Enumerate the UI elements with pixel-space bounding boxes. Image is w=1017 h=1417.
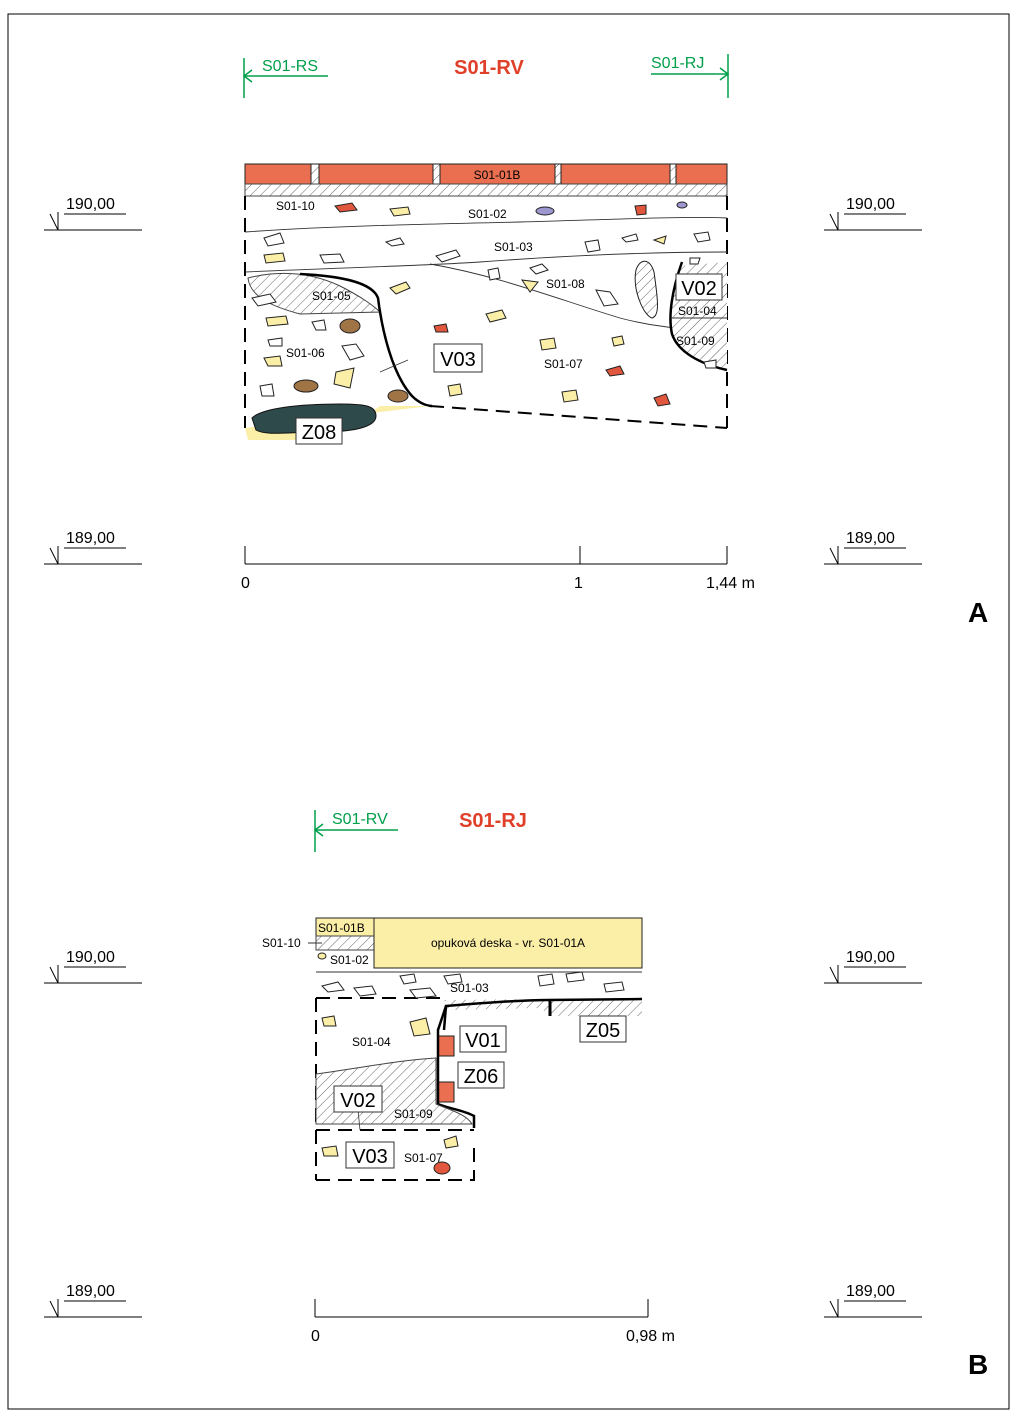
layer-label: S01-08 (546, 277, 585, 291)
svg-text:V02: V02 (681, 278, 717, 300)
direction-marker-right: S01-RJ (651, 54, 730, 98)
direction-marker-left: S01-RS (242, 58, 328, 98)
boundary-02-03 (244, 217, 728, 233)
elevation-label: 190,00 (846, 196, 895, 213)
stone-large-hatched (634, 260, 658, 319)
elevation-marker-upper-right: 190,00 (824, 949, 922, 984)
page-frame (7, 13, 1010, 1410)
layer-label: S01-03 (450, 981, 489, 995)
stones-panel-b (317, 952, 625, 1175)
section-bottom-edge (316, 1140, 475, 1181)
panel-label: A (968, 597, 988, 628)
section-bottom-edge (429, 405, 728, 429)
brick-z06-upper (437, 1035, 455, 1057)
svg-text:1: 1 (574, 575, 583, 592)
svg-text:V03: V03 (440, 349, 476, 371)
elevation-label: 189,00 (846, 1283, 895, 1300)
panel-label: B (968, 1349, 988, 1380)
layer-label: S01-07 (544, 357, 583, 371)
scale-bar: 0 0,98 m (311, 1299, 675, 1345)
slab-label: opuková deska - vr. S01-01A (431, 936, 585, 950)
elevation-marker-upper-left: 190,00 (44, 949, 142, 984)
feature-box-v03: V03 (433, 343, 483, 373)
svg-text:V02: V02 (340, 1090, 376, 1112)
svg-text:1,44 m: 1,44 m (706, 575, 755, 592)
layer-label: S01-10 (262, 936, 301, 950)
svg-text:V01: V01 (465, 1030, 501, 1052)
layer-label: S01-03 (494, 240, 533, 254)
svg-text:V03: V03 (352, 1146, 388, 1168)
feature-box-v01: V01 (459, 1025, 507, 1053)
feature-box-v03: V03 (345, 1141, 395, 1169)
direction-label-right: S01-RJ (651, 55, 704, 72)
elevation-label: 189,00 (846, 530, 895, 547)
layer-label: S01-01B (474, 168, 521, 182)
layer-label: S01-09 (676, 334, 715, 348)
panel-a: S01-RS S01-RV S01-RJ 190,00 190,00 189,0… (44, 54, 988, 628)
elevation-label: 190,00 (846, 949, 895, 966)
scale-bar: 0 1 1,44 m (241, 546, 755, 592)
feature-box-z06: Z06 (457, 1061, 505, 1089)
elevation-marker-lower-right: 189,00 (824, 530, 922, 565)
layer-label: S01-07 (404, 1151, 443, 1165)
elevation-label: 190,00 (66, 196, 115, 213)
svg-text:Z06: Z06 (464, 1066, 498, 1088)
feature-box-z05: Z05 (579, 1015, 627, 1043)
cut-line-v01-top (442, 997, 643, 1031)
elevation-label: 189,00 (66, 530, 115, 547)
direction-label-left: S01-RS (262, 58, 318, 75)
svg-text:Z05: Z05 (586, 1020, 620, 1042)
svg-text:0,98 m: 0,98 m (626, 1328, 675, 1345)
layer-label: S01-02 (330, 953, 369, 967)
leader-v03 (379, 359, 409, 373)
layer-label: S01-09 (394, 1107, 433, 1121)
feature-box-z08: Z08 (295, 417, 343, 445)
layer-label: S01-10 (276, 199, 315, 213)
svg-text:Z08: Z08 (302, 422, 336, 444)
elevation-marker-upper-right: 190,00 (824, 196, 922, 231)
section-title: S01-RJ (459, 810, 527, 832)
stones-panel-a (251, 201, 717, 407)
svg-text:0: 0 (311, 1328, 320, 1345)
layer-label: S01-05 (312, 289, 351, 303)
layer-label: S01-04 (678, 304, 717, 318)
panel-b: S01-RV S01-RJ 190,00 190,00 189,00 189,0… (44, 810, 988, 1380)
layer-s01-01b: S01-01B (244, 163, 728, 185)
layer-label: S01-01B (318, 921, 365, 935)
layer-s01-10-band (244, 183, 728, 197)
cut-line-v03 (299, 272, 433, 408)
cut-line-v01 (436, 1005, 476, 1128)
layer-label: S01-06 (286, 346, 325, 360)
elevation-label: 190,00 (66, 949, 115, 966)
elevation-marker-lower-right: 189,00 (824, 1283, 922, 1318)
direction-marker-left: S01-RV (313, 810, 398, 852)
elevation-marker-upper-left: 190,00 (44, 196, 142, 231)
section-title: S01-RV (454, 57, 524, 79)
elevation-label: 189,00 (66, 1283, 115, 1300)
layer-label: S01-04 (352, 1035, 391, 1049)
layer-slab (373, 917, 643, 969)
svg-text:0: 0 (241, 575, 250, 592)
direction-label-left: S01-RV (332, 811, 388, 828)
feature-box-v02: V02 (333, 1085, 383, 1113)
leader-v02 (357, 1109, 361, 1131)
elevation-marker-lower-left: 189,00 (44, 1283, 142, 1318)
elevation-marker-lower-left: 189,00 (44, 530, 142, 565)
brick-z06-lower (437, 1081, 455, 1103)
layer-label: S01-02 (468, 207, 507, 221)
boundary-03 (244, 251, 728, 273)
layer-s01-10-band (315, 935, 375, 951)
feature-box-v02: V02 (675, 273, 723, 301)
